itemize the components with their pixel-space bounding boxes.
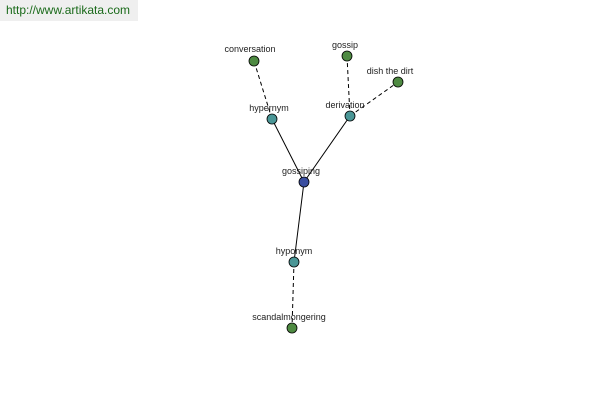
node-marker-gossip[interactable] bbox=[341, 50, 353, 62]
edge-gossiping-to-hyponym bbox=[293, 181, 305, 263]
node-marker-derivation[interactable] bbox=[344, 110, 356, 122]
node-marker-gossiping[interactable] bbox=[298, 176, 310, 188]
node-gossiping[interactable]: gossiping bbox=[282, 166, 320, 188]
node-marker-hypernym[interactable] bbox=[266, 113, 278, 125]
node-marker-hyponym[interactable] bbox=[288, 256, 300, 268]
site-url-banner[interactable]: http://www.artikata.com bbox=[0, 0, 138, 21]
node-label-scandalmongering[interactable]: scandalmongering bbox=[252, 312, 326, 322]
edge-derivation-to-gossip bbox=[346, 55, 351, 117]
node-label-derivation[interactable]: derivation bbox=[325, 100, 364, 110]
node-gossip[interactable]: gossip bbox=[332, 40, 358, 62]
node-hypernym[interactable]: hypernym bbox=[249, 103, 289, 125]
edge-gossiping-to-hypernym bbox=[271, 118, 305, 183]
node-conversation[interactable]: conversation bbox=[224, 44, 276, 67]
node-marker-conversation[interactable] bbox=[248, 55, 260, 67]
edge-hypernym-to-conversation bbox=[253, 60, 273, 120]
node-label-conversation[interactable]: conversation bbox=[224, 44, 275, 54]
node-label-gossip[interactable]: gossip bbox=[332, 40, 358, 50]
node-hyponym[interactable]: hyponym bbox=[276, 246, 313, 268]
node-label-dish-the-dirt[interactable]: dish the dirt bbox=[367, 66, 414, 76]
node-label-hyponym[interactable]: hyponym bbox=[276, 246, 313, 256]
node-label-gossiping[interactable]: gossiping bbox=[282, 166, 320, 176]
node-label-hypernym[interactable]: hypernym bbox=[249, 103, 289, 113]
edge-layer bbox=[253, 55, 399, 329]
node-marker-dish-the-dirt[interactable] bbox=[392, 76, 404, 88]
edge-derivation-to-dish-the-dirt bbox=[349, 81, 399, 117]
node-layer: gossiping hypernym derivation hyponym conver… bbox=[224, 40, 414, 334]
edge-gossiping-to-derivation bbox=[303, 115, 351, 183]
node-scandalmongering[interactable]: scandalmongering bbox=[252, 312, 326, 334]
node-dish-the-dirt[interactable]: dish the dirt bbox=[367, 66, 414, 88]
node-derivation[interactable]: derivation bbox=[325, 100, 365, 122]
node-marker-scandalmongering[interactable] bbox=[286, 322, 298, 334]
